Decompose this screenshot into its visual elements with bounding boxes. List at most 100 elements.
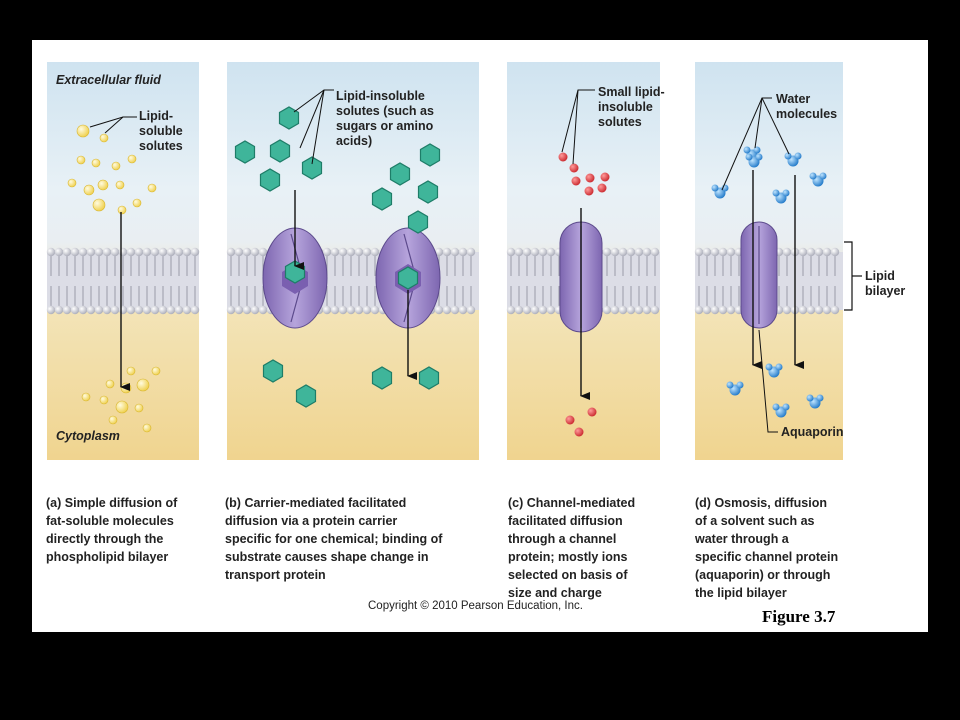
water-molecules-label: Water molecules bbox=[776, 92, 838, 121]
cytoplasm-label: Cytoplasm bbox=[56, 429, 120, 443]
lipid-head bbox=[142, 247, 152, 257]
lipid-head bbox=[642, 247, 652, 257]
small-ion bbox=[584, 186, 594, 196]
small-ion bbox=[600, 172, 610, 182]
lipid-head bbox=[522, 247, 532, 257]
lipid-head bbox=[54, 247, 64, 257]
lipid-soluble-solute bbox=[97, 179, 109, 191]
lipid-soluble-solute bbox=[115, 400, 129, 414]
lipid-head bbox=[506, 305, 516, 315]
lipid-head bbox=[634, 247, 644, 257]
small-ion bbox=[565, 415, 575, 425]
lipid-head bbox=[226, 247, 236, 257]
lipid-head bbox=[54, 305, 64, 315]
lipid-head bbox=[78, 305, 88, 315]
lipid-head bbox=[626, 305, 636, 315]
lipid-soluble-solute bbox=[91, 158, 101, 168]
lipid-head bbox=[650, 305, 660, 315]
water-hydrogen bbox=[806, 394, 814, 402]
lipid-head bbox=[538, 305, 548, 315]
lipid-head bbox=[782, 305, 792, 315]
water-hydrogen bbox=[772, 403, 780, 411]
lipid-head bbox=[126, 305, 136, 315]
lipid-head bbox=[118, 305, 128, 315]
lipid-head bbox=[514, 305, 524, 315]
figure-label: Figure 3.7 bbox=[762, 607, 836, 626]
lipid-soluble-solute bbox=[127, 154, 137, 164]
lipid-soluble-solute bbox=[111, 161, 121, 171]
lipid-head bbox=[642, 305, 652, 315]
water-hydrogen bbox=[782, 189, 790, 197]
lipid-soluble-solute bbox=[120, 382, 132, 394]
lipid-head bbox=[822, 247, 832, 257]
figure-slide: Extracellular fluid Cytoplasm Lipid- sol… bbox=[32, 40, 928, 632]
lipid-head bbox=[506, 247, 516, 257]
lipid-head bbox=[362, 305, 372, 315]
caption-d: (d) Osmosis, diffusion of a solvent such… bbox=[695, 476, 838, 602]
lipid-head bbox=[466, 247, 476, 257]
lipid-head bbox=[174, 305, 184, 315]
lipid-head bbox=[702, 247, 712, 257]
lipid-insoluble-solutes-label: Lipid-insoluble solutes (such as sugars … bbox=[336, 89, 434, 148]
lipid-head bbox=[618, 305, 628, 315]
lipid-head bbox=[322, 247, 332, 257]
water-hydrogen bbox=[743, 146, 751, 154]
small-ion bbox=[597, 183, 607, 193]
lipid-head bbox=[650, 247, 660, 257]
water-hydrogen bbox=[711, 184, 719, 192]
leader-line-b bbox=[311, 89, 325, 165]
lipid-head bbox=[522, 305, 532, 315]
lipid-bilayer-label: Lipid bilayer bbox=[865, 269, 906, 298]
water-hydrogen bbox=[736, 381, 744, 389]
lipid-head bbox=[126, 247, 136, 257]
lipid-head bbox=[442, 247, 452, 257]
lipid-head bbox=[78, 247, 88, 257]
lipid-head bbox=[346, 305, 356, 315]
caption-a-title: Simple diffusion bbox=[64, 496, 162, 510]
lipid-head bbox=[118, 247, 128, 257]
lipid-head bbox=[442, 305, 452, 315]
lipid-head bbox=[710, 305, 720, 315]
lipid-head bbox=[158, 247, 168, 257]
lipid-head bbox=[150, 305, 160, 315]
lipid-soluble-solute bbox=[76, 155, 86, 165]
lipid-soluble-solute bbox=[99, 395, 109, 405]
lipid-soluble-solute bbox=[92, 198, 106, 212]
lipid-head bbox=[142, 305, 152, 315]
lipid-head bbox=[46, 247, 56, 257]
lipid-insoluble-solute bbox=[259, 168, 281, 192]
lipid-head bbox=[94, 305, 104, 315]
copyright-text: Copyright © 2010 Pearson Education, Inc. bbox=[368, 600, 583, 612]
lipid-head bbox=[242, 247, 252, 257]
water-hydrogen bbox=[809, 172, 817, 180]
lipid-head bbox=[322, 305, 332, 315]
lipid-head bbox=[814, 305, 824, 315]
lipid-soluble-solute bbox=[126, 366, 136, 376]
lipid-insoluble-solute bbox=[371, 366, 393, 390]
lipid-head bbox=[822, 305, 832, 315]
lipid-soluble-solute bbox=[132, 198, 142, 208]
water-molecule bbox=[806, 394, 824, 409]
lipid-head bbox=[370, 305, 380, 315]
water-hydrogen bbox=[784, 152, 792, 160]
caption-b: (b) Carrier-mediated facilitated diffusi… bbox=[225, 476, 442, 584]
lipid-soluble-solute bbox=[76, 124, 90, 138]
lipid-head bbox=[450, 305, 460, 315]
caption-d-title: Osmosis bbox=[714, 496, 768, 510]
caption-a-text: of fat-soluble molecules directly throug… bbox=[46, 496, 178, 564]
lipid-insoluble-solute bbox=[234, 140, 256, 164]
lipid-soluble-solute bbox=[115, 180, 125, 190]
lipid-head bbox=[798, 305, 808, 315]
lipid-insoluble-solute bbox=[407, 210, 429, 234]
lipid-head bbox=[182, 247, 192, 257]
water-molecule bbox=[809, 172, 827, 187]
water-hydrogen bbox=[753, 146, 761, 154]
lipid-head bbox=[150, 247, 160, 257]
water-hydrogen bbox=[755, 153, 763, 161]
lipid-head bbox=[166, 247, 176, 257]
lipid-head bbox=[258, 247, 268, 257]
small-ion bbox=[569, 163, 579, 173]
aquaporin-label: Aquaporin bbox=[781, 425, 844, 439]
lipid-head bbox=[62, 247, 72, 257]
lipid-head bbox=[166, 305, 176, 315]
